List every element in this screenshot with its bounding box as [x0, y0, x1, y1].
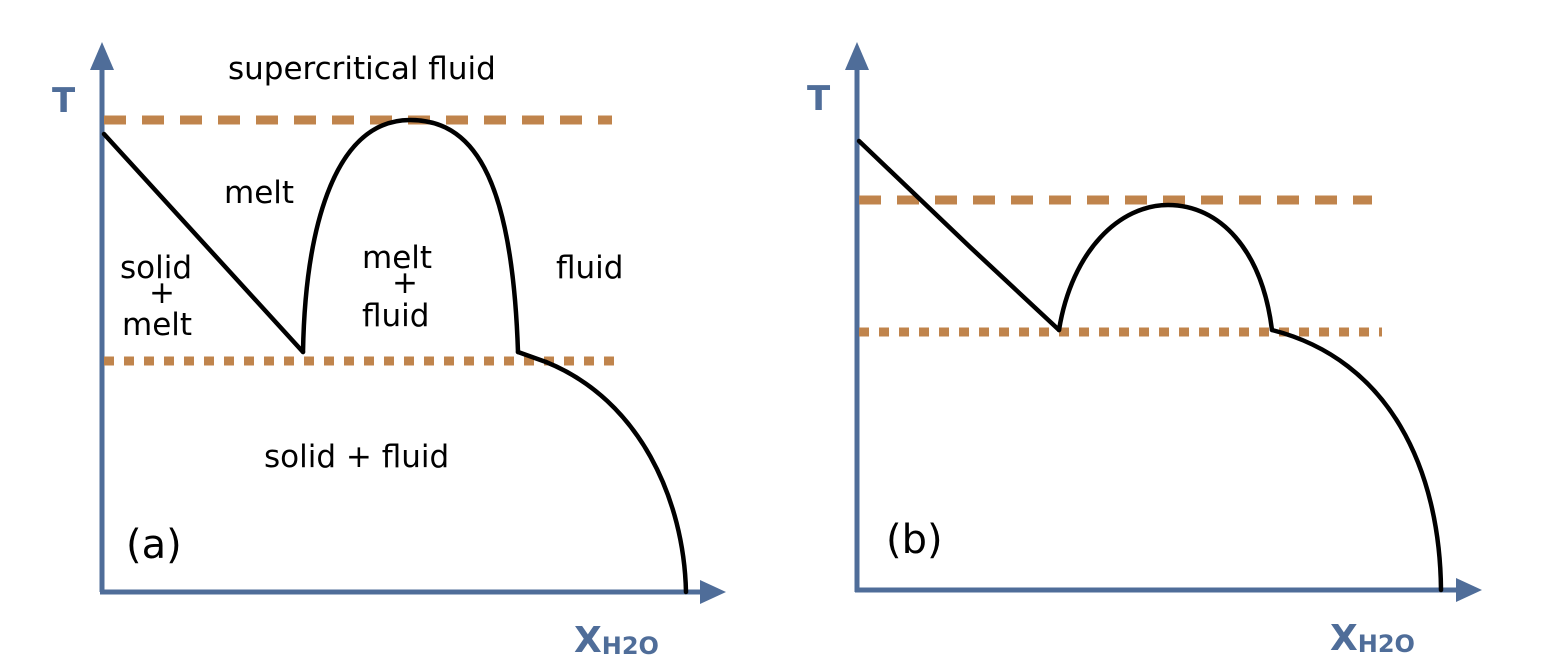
panel-a-label: (a)	[126, 522, 182, 568]
panel-a-solid-fluid-boundary	[543, 359, 689, 595]
panel-a-region-melt-fluid-2: +	[392, 265, 418, 301]
panel-a-region-solid-melt-3: melt	[122, 307, 192, 343]
panel-a-region-melt: melt	[224, 175, 294, 211]
panel-a-y-axis-label: T	[52, 81, 76, 121]
panel-b-label: (b)	[886, 517, 943, 563]
panel-a-solvus-dome	[300, 117, 521, 355]
panel-a-region-supercritical: supercritical fluid	[228, 51, 496, 87]
panel-b-solvus-dome	[1056, 202, 1275, 333]
panel-a: T XH2O supercritical fluid melt solid + …	[52, 42, 726, 661]
panel-a-region-solid-melt-2: +	[149, 275, 175, 311]
panel-a-region-melt-fluid-3: fluid	[362, 298, 429, 334]
panel-a-region-solid-fluid: solid + fluid	[264, 439, 449, 475]
panel-b-y-axis-label: T	[807, 79, 831, 119]
panel-b-solid-fluid-boundary	[1269, 327, 1444, 593]
panel-a-region-fluid: fluid	[556, 250, 623, 286]
panel-b-x-axis-label: XH2O	[1330, 618, 1415, 659]
panel-a-region-solid-melt-1: solid	[120, 250, 192, 286]
panel-b-x-axis-arrow-icon	[1456, 578, 1482, 602]
panel-a-region-melt-fluid-1: melt	[362, 240, 432, 276]
panel-a-liquidus-curve	[101, 131, 306, 355]
panel-a-solvus-kink	[515, 349, 549, 365]
panel-b-liquidus-curve	[856, 138, 1062, 333]
panel-a-y-axis-arrow-icon	[90, 42, 114, 70]
panel-b: T XH2O (b)	[807, 42, 1482, 659]
panel-a-x-axis-arrow-icon	[700, 580, 726, 604]
panel-a-x-axis-label: XH2O	[574, 620, 659, 661]
panel-b-y-axis-arrow-icon	[845, 42, 869, 70]
